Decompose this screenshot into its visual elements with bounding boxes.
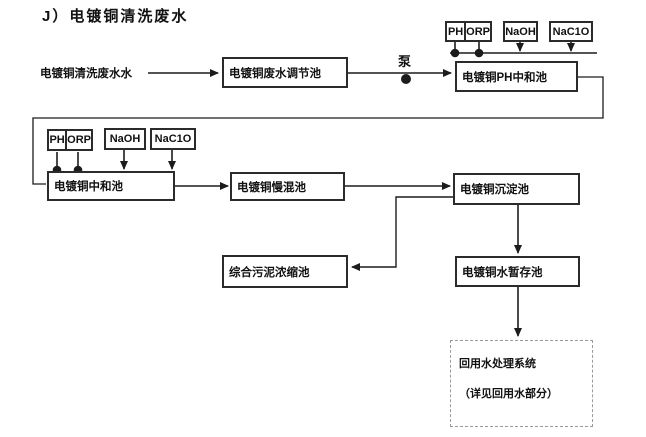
naoh-dosing-box-left: NaOH [104,128,146,150]
node-neutral-pool: 电镀铜中和池 [47,171,175,201]
ph-orp-meter-box-left: PH ORP [47,129,93,151]
node-sediment-pool: 电镀铜沉淀池 [453,173,580,205]
orp-meter-label-top: ORP [466,25,490,38]
node-water-storage-pool: 电镀铜水暂存池 [455,256,580,287]
naclo-dosing-box-left: NaC1O [150,128,196,150]
reuse-system-title: 回用水处理系统 [459,358,536,370]
orp-junction-dot-top [474,48,484,58]
node-ph-neutral-pool: 电镀铜PH中和池 [455,61,578,92]
source-water-label: 电镀铜清洗废水水 [40,68,132,80]
orp-meter-label-left: ORP [67,134,91,146]
ph-orp-meter-box-top: PH ORP [445,21,492,42]
connector-ph-neutral-to-neutral [32,76,604,185]
node-adjust-pool: 电镀铜废水调节池 [222,57,348,88]
ph-junction-dot-top [450,48,460,58]
node-sludge-thicken-pool: 综合污泥浓缩池 [222,255,348,288]
arrow-sediment-to-sludge [351,196,453,271]
pump-dot-icon [401,74,411,84]
reuse-system-note: （详见回用水部分） [459,388,558,400]
node-reuse-system: 回用水处理系统 （详见回用水部分） [450,340,593,427]
ph-meter-label-top: PH [447,23,467,40]
pump-label: 泵 [398,54,412,69]
node-slow-mix-pool: 电镀铜慢混池 [230,172,345,201]
naclo-dosing-box-top: NaC1O [549,21,593,42]
naoh-dosing-box-top: NaOH [503,21,538,42]
page-title: J）电镀铜清洗废水 [42,8,189,25]
ph-meter-label-left: PH [49,131,68,149]
